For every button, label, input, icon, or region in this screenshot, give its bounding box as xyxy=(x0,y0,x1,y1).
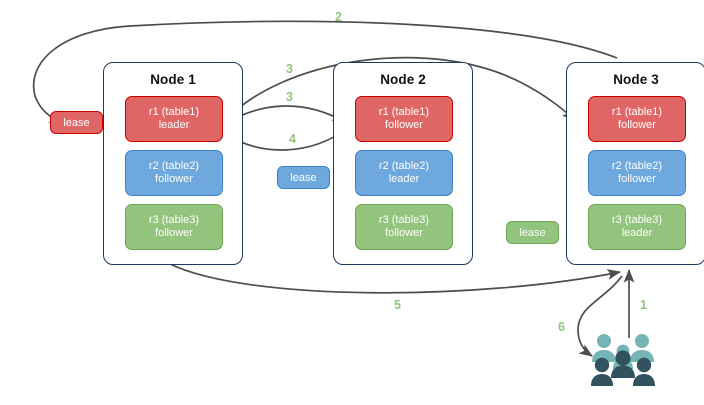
arrow-step-6 xyxy=(577,275,623,357)
replica-role: follower xyxy=(385,119,423,131)
replica-role: leader xyxy=(158,119,190,131)
replica-name: r3 (table3) xyxy=(378,213,430,226)
node-2-replica-r1[interactable]: r1 (table1) follower xyxy=(355,96,453,142)
node-1-replica-r1[interactable]: r1 (table1) leader xyxy=(125,96,223,142)
node-1-title: Node 1 xyxy=(150,72,196,87)
replica-name: r2 (table2) xyxy=(611,159,663,172)
replica-name: r3 (table3) xyxy=(148,213,200,226)
arrow-step-5 xyxy=(169,263,622,294)
replica-role: follower xyxy=(618,119,656,131)
arrow-step-3-node1-to-node3 xyxy=(221,56,576,125)
step-label-1: 1 xyxy=(640,298,647,312)
node-3-replica-r2[interactable]: r2 (table2) follower xyxy=(588,150,686,196)
node-2-replica-r2[interactable]: r2 (table2) leader xyxy=(355,150,453,196)
step-label-5: 5 xyxy=(394,298,401,312)
node-1-replica-r2[interactable]: r2 (table2) follower xyxy=(125,150,223,196)
replica-role: follower xyxy=(155,173,193,185)
replica-role: follower xyxy=(385,227,423,239)
replica-name: r1 (table1) xyxy=(148,105,200,118)
node-3-replica-r3[interactable]: r3 (table3) leader xyxy=(588,204,686,250)
node-1-replica-r3[interactable]: r3 (table3) follower xyxy=(125,204,223,250)
replica-name: r3 (table3) xyxy=(611,213,663,226)
replica-role: leader xyxy=(388,173,420,185)
node-2-title: Node 2 xyxy=(380,72,426,87)
lease-badge-table3[interactable]: lease xyxy=(506,221,559,244)
node-3-container[interactable]: Node 3 r1 (table1) follower r2 (table2) … xyxy=(566,62,704,265)
node-2-replica-r3[interactable]: r3 (table3) follower xyxy=(355,204,453,250)
arrow-step-4 xyxy=(226,127,349,151)
replica-name: r2 (table2) xyxy=(148,159,200,172)
replica-role: follower xyxy=(618,173,656,185)
node-3-title: Node 3 xyxy=(613,72,659,87)
step-label-6: 6 xyxy=(558,320,565,334)
node-3-replica-r1[interactable]: r1 (table1) follower xyxy=(588,96,686,142)
replica-name: r1 (table1) xyxy=(378,105,430,118)
replica-name: r2 (table2) xyxy=(378,159,430,172)
lease-badge-table1[interactable]: lease xyxy=(50,111,103,134)
step-label-3-upper: 3 xyxy=(286,62,293,76)
replica-name: r1 (table1) xyxy=(611,105,663,118)
lease-badge-table2[interactable]: lease xyxy=(277,166,330,189)
node-1-container[interactable]: Node 1 r1 (table1) leader r2 (table2) fo… xyxy=(103,62,243,265)
replica-role: leader xyxy=(621,227,653,239)
arrow-step-2 xyxy=(32,20,618,124)
step-label-2: 2 xyxy=(335,10,342,24)
step-label-3-lower: 3 xyxy=(286,90,293,104)
node-2-container[interactable]: Node 2 r1 (table1) follower r2 (table2) … xyxy=(333,62,473,265)
people-group-icon xyxy=(591,334,655,386)
step-label-4: 4 xyxy=(289,132,296,146)
replica-role: follower xyxy=(155,227,193,239)
